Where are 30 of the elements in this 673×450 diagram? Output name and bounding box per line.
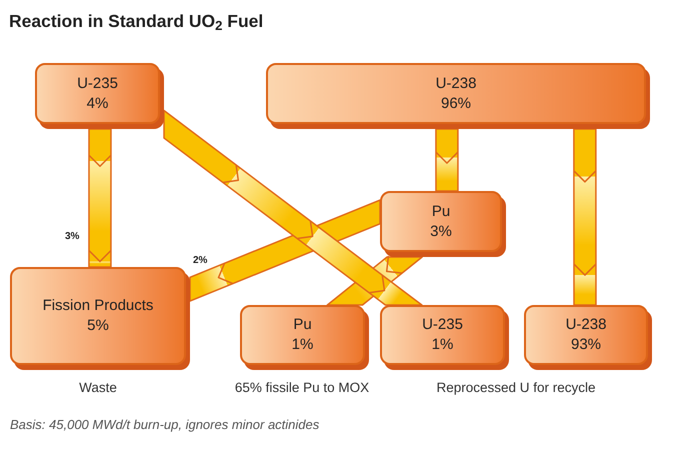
node-label: U-238 — [436, 74, 476, 94]
process-box — [380, 305, 509, 370]
process-box — [524, 305, 652, 370]
node-label: Fission Products — [42, 296, 154, 316]
node-caption: Waste — [79, 380, 117, 396]
node-label: U-235 — [77, 74, 118, 94]
percent-value: 1% — [432, 335, 454, 355]
flow-arrow — [435, 128, 459, 192]
process-box — [35, 63, 164, 129]
percent-value: 1% — [292, 335, 314, 355]
diagram-title: Reaction in Standard UO$_{2}$ Fuel — [9, 10, 264, 33]
percent-value: 4% — [86, 94, 108, 114]
flow-arrow — [163, 110, 423, 306]
node-caption: 65% fissile Pu to MOX — [234, 380, 370, 396]
process-box — [380, 191, 506, 257]
process-box — [266, 63, 650, 129]
process-box — [240, 305, 369, 370]
node-label: U-235 — [422, 315, 463, 335]
node-label: Pu — [293, 315, 312, 335]
percent-value: 5% — [87, 316, 109, 336]
percent-value: 93% — [570, 335, 602, 355]
flow-arrow — [88, 128, 112, 268]
process-box — [10, 267, 190, 370]
node-label: U-238 — [566, 315, 606, 335]
footnote: Basis: 45,000 MWd/t burn-up, ignores minor actinides — [10, 417, 320, 433]
node-label: Pu — [432, 202, 450, 222]
percent-value: 3% — [430, 222, 452, 242]
percent-value: 96% — [440, 94, 472, 114]
group-caption: Reprocessed U for recycle — [436, 380, 596, 396]
flow-arrow — [573, 128, 597, 306]
